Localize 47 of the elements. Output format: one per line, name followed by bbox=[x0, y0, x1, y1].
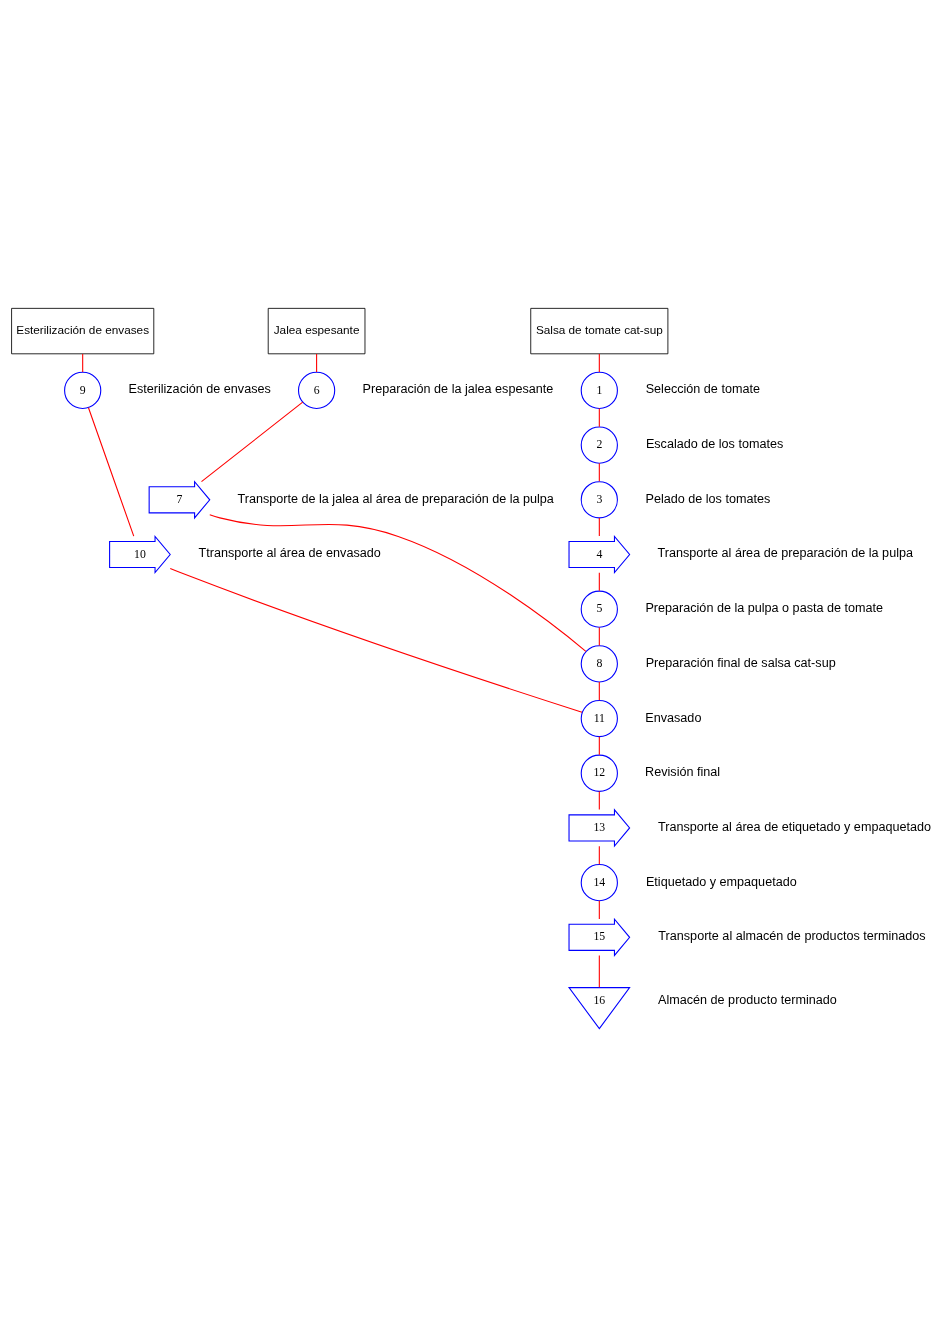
connector bbox=[598, 790, 600, 811]
node-label: Preparación de la jalea espesante bbox=[362, 382, 554, 397]
node-label: Preparación final de salsa cat-sup bbox=[645, 655, 836, 670]
connector bbox=[200, 401, 304, 483]
connector bbox=[598, 626, 600, 646]
node-label: Transporte al almacén de productos terminados bbox=[658, 929, 926, 944]
node-box: Jalea espesante bbox=[267, 307, 366, 355]
node-circle: 8 bbox=[580, 645, 618, 683]
node-label: Ttransporte al área de envasado bbox=[198, 546, 381, 561]
connector bbox=[598, 736, 600, 756]
node-circle: 14 bbox=[580, 864, 618, 902]
node-label: Selección de tomate bbox=[645, 382, 760, 397]
node-label: Revisión final bbox=[645, 765, 721, 780]
node-circle: 6 bbox=[297, 371, 336, 410]
connector bbox=[598, 954, 600, 988]
connector bbox=[316, 353, 318, 373]
node-box: Salsa de tomate cat-sup bbox=[530, 307, 669, 355]
node-label: Preparación de la pulpa o pasta de tomate bbox=[645, 601, 884, 616]
connector bbox=[598, 517, 600, 537]
node-label: Transporte al área de etiquetado y empaquetado bbox=[658, 819, 931, 834]
node-label: Envasado bbox=[645, 710, 702, 725]
node-label: Transporte de la jalea al área de preparación de la pulpa bbox=[237, 491, 554, 506]
node-circle: 12 bbox=[580, 754, 618, 792]
node-label: Pelado de los tomates bbox=[645, 491, 771, 506]
node-circle: 2 bbox=[580, 426, 618, 464]
node-circle: 1 bbox=[580, 371, 618, 410]
connector bbox=[598, 408, 600, 428]
connector bbox=[87, 407, 135, 537]
node-label: Transporte al área de preparación de la pulpa bbox=[657, 546, 913, 561]
node-circle: 3 bbox=[580, 481, 618, 519]
node-circle: 9 bbox=[64, 371, 102, 410]
node-label: Almacén de producto terminado bbox=[658, 993, 837, 1008]
connector bbox=[598, 353, 600, 373]
connector bbox=[598, 572, 600, 592]
connector bbox=[598, 845, 600, 865]
connector bbox=[82, 353, 84, 373]
connector bbox=[209, 514, 587, 652]
node-label: Esterilización de envases bbox=[128, 382, 271, 397]
node-label: Escalado de los tomates bbox=[645, 437, 784, 452]
node-box: Esterilización de envases bbox=[11, 307, 155, 355]
node-label: Etiquetado y empaquetado bbox=[645, 874, 797, 889]
connector bbox=[169, 568, 583, 713]
connector bbox=[598, 900, 600, 920]
node-circle: 11 bbox=[580, 699, 618, 738]
connector bbox=[598, 462, 600, 482]
node-circle: 5 bbox=[580, 590, 618, 628]
connector bbox=[598, 681, 600, 701]
